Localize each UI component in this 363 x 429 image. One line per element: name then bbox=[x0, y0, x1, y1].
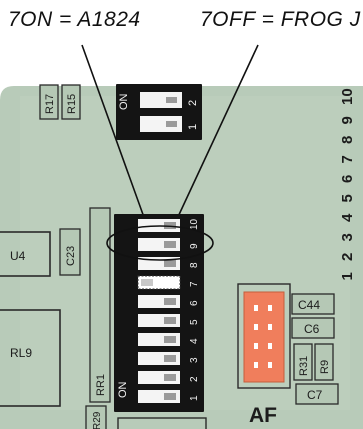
connector-pins bbox=[254, 305, 272, 368]
dip-main-number-1: 1 bbox=[189, 395, 200, 401]
edge-number-9: 9 bbox=[339, 116, 356, 124]
dip-main-number-10: 10 bbox=[189, 218, 200, 230]
pointer-line-left bbox=[81, 44, 151, 235]
edge-number-10: 10 bbox=[339, 88, 356, 105]
relay-rl9 bbox=[0, 309, 61, 407]
edge-number-3: 3 bbox=[339, 233, 356, 241]
label-r9: R9 bbox=[319, 360, 331, 374]
dip-main-lever-1 bbox=[164, 393, 176, 400]
dip-main-number-9: 9 bbox=[189, 243, 200, 249]
dip-main-lever-6 bbox=[164, 298, 176, 305]
label-rl9: RL9 bbox=[10, 346, 32, 360]
dip-main-lever-5 bbox=[164, 317, 176, 324]
resistor-r9 bbox=[314, 343, 334, 381]
capacitor-c44 bbox=[291, 293, 335, 315]
edge-number-2: 2 bbox=[339, 253, 356, 261]
dip-main-on-label: ON bbox=[117, 381, 129, 398]
dip-main-lever-4 bbox=[164, 336, 176, 343]
capacitor-c6 bbox=[291, 317, 335, 339]
edge-number-4: 4 bbox=[339, 213, 356, 222]
label-c44: C44 bbox=[298, 298, 320, 312]
dip-main-number-8: 8 bbox=[189, 262, 200, 268]
capacitor-c23 bbox=[59, 228, 81, 276]
resistor-r31 bbox=[293, 343, 313, 381]
pointer-line-right bbox=[169, 44, 259, 235]
dip-main-number-7: 7 bbox=[189, 281, 200, 287]
label-rr1: RR1 bbox=[95, 374, 107, 396]
edge-number-5: 5 bbox=[339, 194, 356, 202]
resistor-r17 bbox=[39, 84, 59, 120]
label-r29: R29 bbox=[92, 411, 103, 429]
dip-small-on-label: ON bbox=[118, 93, 130, 110]
connector-outline bbox=[237, 283, 291, 389]
dip-small-lever-2 bbox=[166, 97, 177, 103]
dip-main-lever-2 bbox=[164, 374, 176, 381]
label-c23: C23 bbox=[65, 246, 77, 266]
label-r15: R15 bbox=[66, 94, 78, 114]
label-u4: U4 bbox=[10, 249, 26, 263]
bottom-component-outline bbox=[117, 417, 207, 429]
edge-number-7: 7 bbox=[339, 155, 356, 163]
resistor-r15 bbox=[61, 84, 81, 120]
switch-7-highlight-ellipse bbox=[106, 225, 214, 261]
resistor-r29 bbox=[85, 405, 107, 429]
dip-main-number-5: 5 bbox=[189, 319, 200, 325]
capacitor-c7 bbox=[295, 383, 339, 405]
resistor-rr1 bbox=[89, 207, 111, 403]
dip-main-lever-3 bbox=[164, 355, 176, 362]
dip-main-number-3: 3 bbox=[189, 357, 200, 363]
dip-main-number-2: 2 bbox=[189, 376, 200, 382]
connector-housing bbox=[243, 291, 285, 383]
dip-main-number-4: 4 bbox=[189, 338, 200, 344]
edge-number-6: 6 bbox=[339, 175, 356, 183]
dip-small-number-1: 1 bbox=[187, 124, 199, 130]
dip-main-lever-9 bbox=[164, 241, 176, 248]
dip-main-switch-group: 10 9 8 7 6 5 4 3 2 1 bbox=[137, 218, 200, 403]
caption-off-setting: 7OFF = FROG J bbox=[200, 8, 361, 31]
label-r31: R31 bbox=[298, 356, 310, 376]
chip-u4 bbox=[0, 231, 51, 277]
label-af: AF bbox=[249, 404, 277, 427]
dip-main-lever-8 bbox=[164, 260, 176, 267]
caption-on-setting: 7ON = A1824 bbox=[8, 8, 141, 31]
dip-small-lever-1 bbox=[166, 121, 177, 127]
dip-small-slot-2 bbox=[140, 92, 182, 108]
edge-number-1: 1 bbox=[339, 272, 356, 280]
dip-small-slot-1 bbox=[140, 116, 182, 132]
label-c6: C6 bbox=[304, 322, 320, 336]
label-c7: C7 bbox=[307, 388, 323, 402]
dip-small-number-2: 2 bbox=[187, 100, 199, 106]
dip-switch-main bbox=[114, 214, 204, 412]
dip-main-number-6: 6 bbox=[189, 300, 200, 306]
edge-number-column: 10 9 8 7 6 5 4 3 2 1 bbox=[339, 88, 356, 280]
dip-main-lever-7 bbox=[141, 279, 153, 286]
edge-number-8: 8 bbox=[339, 136, 356, 144]
label-r17: R17 bbox=[44, 94, 56, 114]
